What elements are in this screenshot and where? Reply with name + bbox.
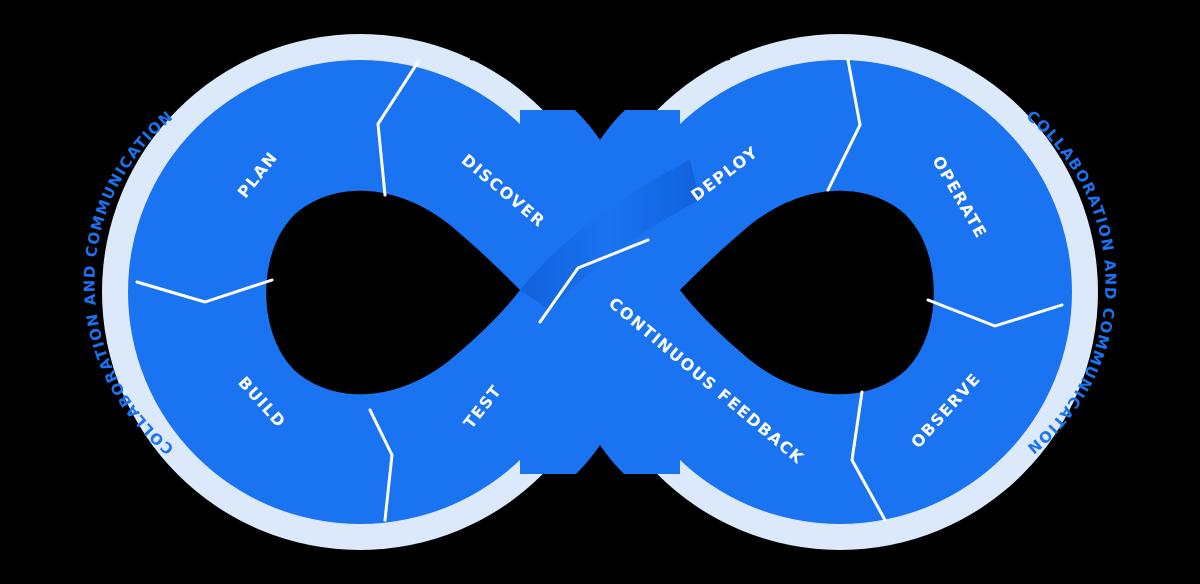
segment-dividers (135, 58, 1064, 522)
middle-cutouts (470, 0, 730, 584)
inner-holes (266, 190, 934, 395)
crossing-shade (520, 160, 700, 310)
